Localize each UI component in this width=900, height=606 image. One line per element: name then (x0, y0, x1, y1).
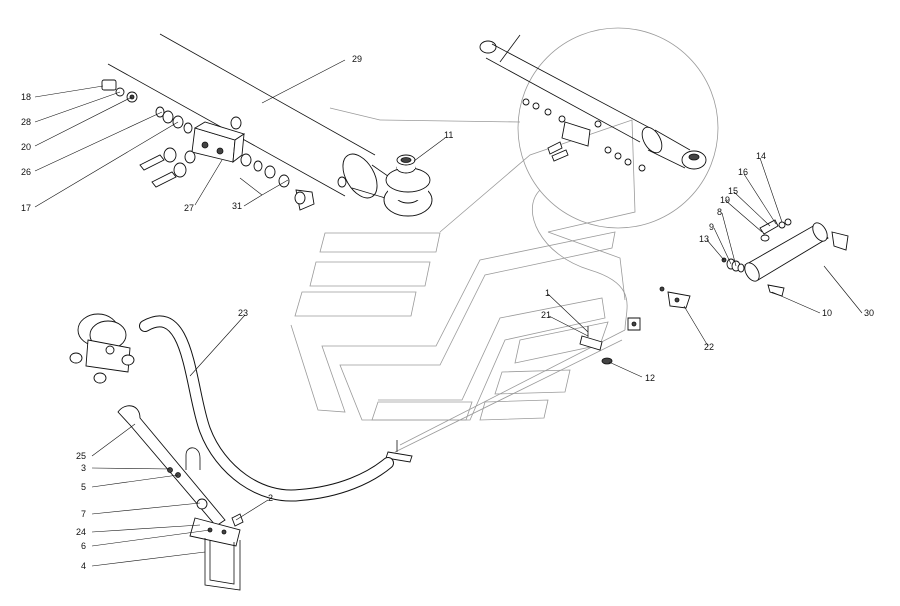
callout-24: 24 (76, 527, 86, 537)
bracket-parts (385, 286, 691, 463)
small-cylinder-assembly (721, 218, 849, 297)
callout-11: 11 (444, 130, 453, 140)
hose (139, 315, 394, 502)
callout-29: 29 (352, 54, 362, 64)
callout-3: 3 (81, 463, 86, 473)
callout-16: 16 (738, 167, 748, 177)
callout-21: 21 (541, 310, 551, 320)
callout-1: 1 (545, 288, 550, 298)
hitch-valve (69, 313, 135, 384)
hydraulic-cylinder-main (107, 33, 433, 217)
leader-lines (34, 59, 863, 567)
callout-28: 28 (21, 117, 31, 127)
callout-10: 10 (822, 308, 832, 318)
callout-9: 9 (709, 222, 714, 232)
callout-27: 27 (184, 203, 194, 213)
callout-20: 20 (21, 142, 31, 152)
callout-26: 26 (21, 167, 31, 177)
callout-19: 19 (720, 195, 730, 205)
callout-30: 30 (864, 308, 874, 318)
callout-13: 13 (699, 234, 709, 244)
callout-18: 18 (21, 92, 31, 102)
tractor-outline (290, 27, 719, 453)
callout-14: 14 (756, 151, 766, 161)
callout-7: 7 (81, 509, 86, 519)
callout-8: 8 (717, 207, 722, 217)
callout-17: 17 (21, 203, 31, 213)
callout-23: 23 (238, 308, 248, 318)
callout-4: 4 (81, 561, 86, 571)
callout-labels: 18 28 20 26 17 27 31 29 11 23 1 21 12 22… (21, 54, 874, 571)
callout-6: 6 (81, 541, 86, 551)
callout-31: 31 (232, 201, 242, 211)
callout-12: 12 (645, 373, 655, 383)
callout-25: 25 (76, 451, 86, 461)
lever-assembly (117, 405, 244, 591)
callout-15: 15 (728, 186, 738, 196)
callout-22: 22 (704, 342, 714, 352)
callout-2: 2 (268, 493, 273, 503)
cylinder-detail-view (479, 34, 707, 172)
valve-block-assembly (101, 79, 315, 211)
callout-5: 5 (81, 482, 86, 492)
